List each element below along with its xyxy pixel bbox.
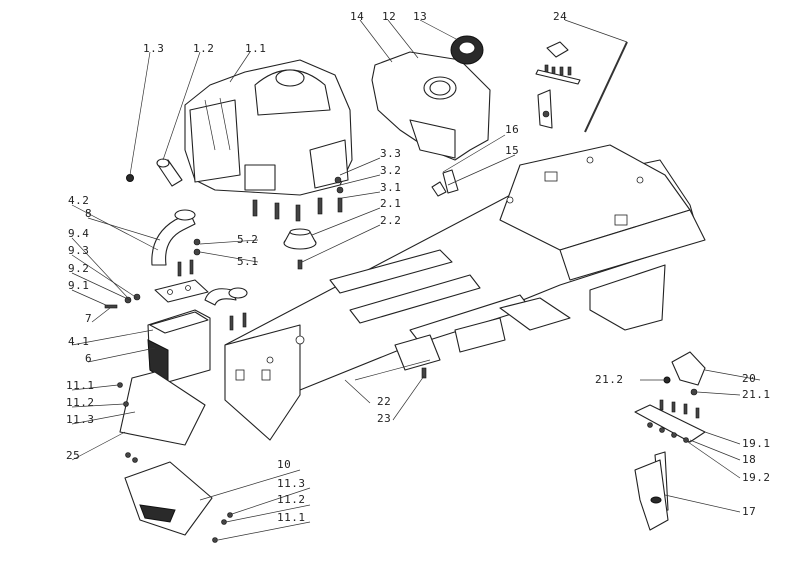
label-1-2: 1.2 xyxy=(193,42,214,55)
label-16: 16 xyxy=(505,123,519,136)
label-3-3: 3.3 xyxy=(380,147,401,160)
label-8: 8 xyxy=(85,207,92,220)
bottom-shield[interactable] xyxy=(124,461,213,536)
label-2-1: 2.1 xyxy=(380,197,401,210)
engine-assembly[interactable] xyxy=(184,59,353,196)
part-labels: 1.3 1.2 1.1 14 12 13 24 16 15 3.3 3.2 3.… xyxy=(66,10,771,524)
label-9-2: 9.2 xyxy=(68,262,89,275)
label-21-1: 21.1 xyxy=(742,388,771,401)
heat-shield[interactable] xyxy=(119,371,206,446)
label-21-2: 21.2 xyxy=(595,373,624,386)
label-24: 24 xyxy=(553,10,567,23)
chassis-stud[interactable] xyxy=(421,367,427,379)
fuel-cap[interactable] xyxy=(450,35,484,65)
label-19-2: 19.2 xyxy=(742,471,771,484)
label-25: 25 xyxy=(66,449,80,462)
label-13: 13 xyxy=(413,10,427,23)
pulley-part[interactable] xyxy=(283,228,317,250)
label-11-2-upper: 11.2 xyxy=(66,396,95,409)
pedal-lever[interactable] xyxy=(634,451,669,531)
label-4-2: 4.2 xyxy=(68,194,89,207)
label-19-1: 19.1 xyxy=(742,437,771,450)
front-plate[interactable] xyxy=(634,399,706,443)
label-10: 10 xyxy=(277,458,291,471)
label-11-1-upper: 11.1 xyxy=(66,379,95,392)
label-1-3: 1.3 xyxy=(143,42,164,55)
label-11-1-lower: 11.1 xyxy=(277,511,306,524)
bumper-block[interactable] xyxy=(671,351,706,386)
engine-mount-bolts[interactable] xyxy=(252,176,344,222)
label-5-2: 5.2 xyxy=(237,233,258,246)
bumper-washer[interactable] xyxy=(690,388,698,396)
label-4-1: 4.1 xyxy=(68,335,89,348)
label-1-1: 1.1 xyxy=(245,42,266,55)
label-17: 17 xyxy=(742,505,756,518)
label-5-1: 5.1 xyxy=(237,255,258,268)
leader-lines xyxy=(71,19,761,541)
label-18: 18 xyxy=(742,453,756,466)
label-9-4: 9.4 xyxy=(68,227,89,240)
fuel-tank[interactable] xyxy=(371,51,491,161)
label-6: 6 xyxy=(85,352,92,365)
exhaust-bracket[interactable] xyxy=(154,279,209,303)
label-20: 20 xyxy=(742,372,756,385)
exhaust-pipe[interactable] xyxy=(151,209,248,306)
label-11-3-upper: 11.3 xyxy=(66,413,95,426)
label-15: 15 xyxy=(505,144,519,157)
shield-hardware[interactable] xyxy=(117,382,233,543)
engine-pipe[interactable] xyxy=(156,158,183,187)
fuel-fittings[interactable] xyxy=(431,169,459,197)
label-3-2: 3.2 xyxy=(380,164,401,177)
label-11-2-lower: 11.2 xyxy=(277,493,306,506)
pulley-key[interactable] xyxy=(297,259,303,270)
label-2-2: 2.2 xyxy=(380,214,401,227)
label-3-1: 3.1 xyxy=(380,181,401,194)
label-7: 7 xyxy=(85,312,92,325)
muffler[interactable] xyxy=(147,309,211,383)
label-22: 22 xyxy=(377,395,391,408)
label-23: 23 xyxy=(377,412,391,425)
label-11-3-lower: 11.3 xyxy=(277,477,306,490)
label-9-3: 9.3 xyxy=(68,244,89,257)
label-14: 14 xyxy=(350,10,364,23)
label-9-1: 9.1 xyxy=(68,279,89,292)
label-12: 12 xyxy=(382,10,396,23)
dipstick-assembly[interactable] xyxy=(535,41,628,133)
chassis-frame[interactable] xyxy=(224,144,706,441)
exhaust-hardware[interactable] xyxy=(104,238,247,331)
engine-bolt[interactable] xyxy=(126,174,134,182)
